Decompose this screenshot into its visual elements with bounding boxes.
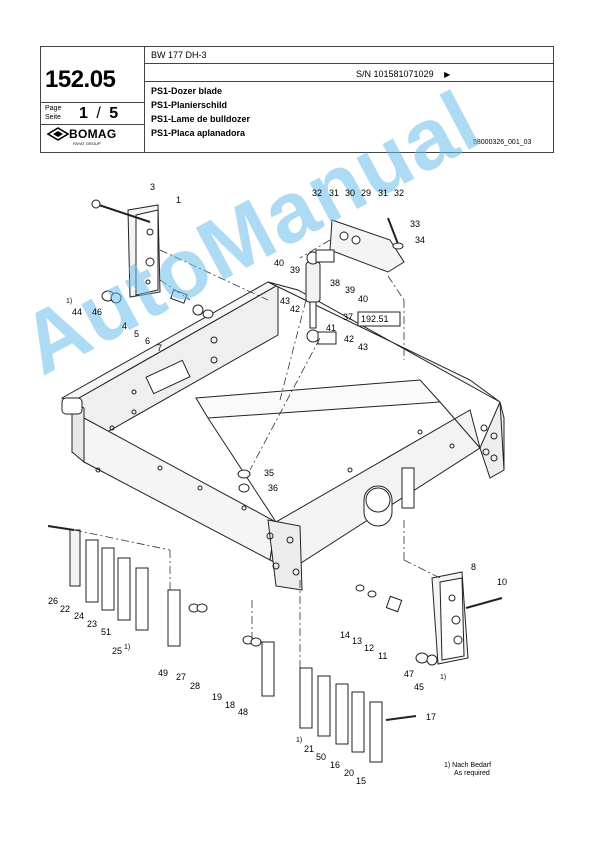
callout-51: 51 <box>101 627 112 637</box>
divider <box>41 124 144 125</box>
title-de: PS1-Planierschild <box>151 100 228 110</box>
callout-6: 6 <box>145 336 151 346</box>
bracket-part-1 <box>91 199 214 319</box>
page-separator: / <box>96 105 101 122</box>
page-label: Page <box>45 105 62 112</box>
callout-44: 44 <box>72 307 83 317</box>
callout-4: 4 <box>122 321 128 331</box>
triangle-right-icon: ▶ <box>444 70 451 79</box>
callout-13: 13 <box>352 636 363 646</box>
callout-34: 34 <box>415 235 426 245</box>
callout-33: 33 <box>410 219 421 229</box>
callout-36: 36 <box>268 483 279 493</box>
callout-1: 1 <box>176 195 182 205</box>
page-indicator: 1 / 5 <box>79 105 118 123</box>
divider <box>144 63 553 64</box>
title-fr: PS1-Lame de bulldozer <box>151 114 251 124</box>
callout-28: 28 <box>190 681 201 691</box>
wear-strips-right <box>299 667 417 763</box>
callout-46: 46 <box>92 307 103 317</box>
callout-39: 39 <box>290 265 301 275</box>
callout-note-44: 1) <box>66 298 73 305</box>
footnote: 1) Nach Bedarf As required <box>444 762 491 778</box>
callout-42: 42 <box>344 334 355 344</box>
reference-page-link[interactable]: 192.51 <box>361 314 389 324</box>
wear-strips-left <box>47 525 275 697</box>
model-name: BW 177 DH-3 <box>151 50 207 60</box>
callout-12: 12 <box>364 643 375 653</box>
bomag-logo: BOMAG <box>47 127 117 141</box>
callout-5: 5 <box>134 329 140 339</box>
seite-label: Seite <box>45 114 61 121</box>
document-id: 58000326_001_03 <box>473 139 532 146</box>
title-es: PS1-Placa aplanadora <box>151 128 246 138</box>
part-number: 152.05 <box>45 66 116 93</box>
callout-10: 10 <box>497 577 508 587</box>
callout-20: 20 <box>344 768 355 778</box>
callout-40: 40 <box>358 294 369 304</box>
callout-25: 25 <box>112 646 123 656</box>
callout-40: 40 <box>274 258 285 268</box>
assembly-lines <box>73 239 441 668</box>
callout-31: 31 <box>329 188 340 198</box>
callout-38: 38 <box>330 278 341 288</box>
divider <box>144 81 553 82</box>
callout-37: 37 <box>343 312 354 322</box>
callout-30: 30 <box>345 188 356 198</box>
center-washers <box>237 469 251 493</box>
callout-32: 32 <box>312 188 323 198</box>
callout-42: 42 <box>290 304 301 314</box>
page-total: 5 <box>109 105 119 122</box>
hydraulic-cylinder <box>305 217 405 345</box>
title-en: PS1-Dozer blade <box>151 86 223 96</box>
divider <box>41 102 144 103</box>
callout-29: 29 <box>361 188 372 198</box>
callout-16: 16 <box>330 760 341 770</box>
callout-17: 17 <box>426 712 437 722</box>
callout-15: 15 <box>356 776 367 786</box>
callout-35: 35 <box>264 468 275 478</box>
page-current: 1 <box>79 105 88 122</box>
divider <box>144 47 145 152</box>
callout-26: 26 <box>48 596 59 606</box>
callout-27: 27 <box>176 672 187 682</box>
callout-19: 19 <box>212 692 223 702</box>
callout-21: 21 <box>304 744 315 754</box>
callout-41: 41 <box>326 323 337 333</box>
callout-7: 7 <box>157 343 163 353</box>
serial-number: S/N 101581071029 ▶ <box>356 69 450 79</box>
callout-14: 14 <box>340 630 351 640</box>
callout-3: 3 <box>150 182 156 192</box>
callout-8: 8 <box>471 562 477 572</box>
logo-subtext: FAYAT GROUP <box>73 141 101 146</box>
logo-text: BOMAG <box>69 127 117 141</box>
callout-43: 43 <box>280 296 291 306</box>
callout-48: 48 <box>238 707 249 717</box>
callout-45: 45 <box>414 682 425 692</box>
callout-32: 32 <box>394 188 405 198</box>
callout-49: 49 <box>158 668 169 678</box>
callout-22: 22 <box>60 604 71 614</box>
callout-47: 47 <box>404 669 415 679</box>
callout-note-45: 1) <box>440 674 447 681</box>
callout-39: 39 <box>345 285 356 295</box>
footnote-line-1: 1) Nach Bedarf <box>444 762 492 769</box>
callout-23: 23 <box>87 619 98 629</box>
footnote-line-2: As required <box>454 770 490 777</box>
serial-text: S/N 101581071029 <box>356 69 434 79</box>
callout-24: 24 <box>74 611 85 621</box>
callout-11: 11 <box>378 651 388 661</box>
callout-31: 31 <box>378 188 389 198</box>
dozer-frame <box>60 281 505 591</box>
callout-18: 18 <box>225 700 236 710</box>
title-block: 152.05 Page Seite 1 / 5 BOMAG FAYAT GROU… <box>40 46 554 153</box>
bomag-diamond-icon <box>47 127 69 141</box>
callout-50: 50 <box>316 752 327 762</box>
bracket-part-8 <box>355 571 503 666</box>
callout-43: 43 <box>358 342 369 352</box>
callout-note-25: 1) <box>124 644 131 651</box>
callout-note-21: 1) <box>296 737 303 744</box>
